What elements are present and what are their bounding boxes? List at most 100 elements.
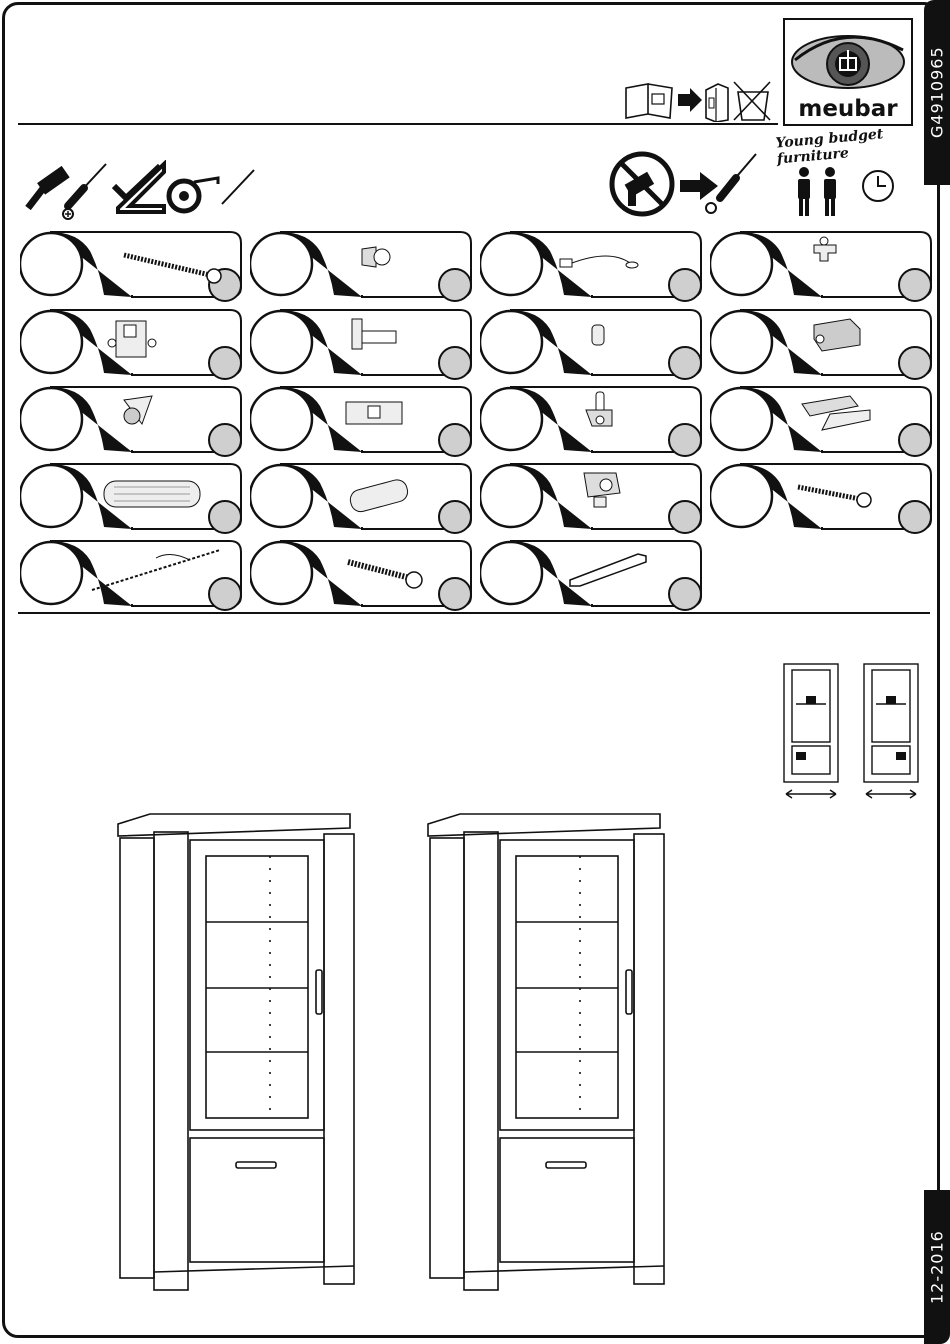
hinge-option-diagram bbox=[780, 660, 920, 800]
part-number-circle bbox=[250, 311, 312, 373]
no-power-drill-icon bbox=[612, 154, 672, 214]
led-light-cable-icon bbox=[560, 256, 638, 268]
clock-icon bbox=[863, 171, 893, 201]
part-number-circle bbox=[20, 465, 82, 527]
part-card-long-wood-screw bbox=[20, 231, 242, 295]
anti-tip-strap-icon bbox=[92, 550, 220, 590]
arrow-icon bbox=[680, 172, 718, 200]
part-number-circle bbox=[20, 311, 82, 373]
hammer-icon bbox=[28, 166, 70, 208]
header-divider bbox=[18, 123, 778, 125]
part-card-shelf-support-pin bbox=[710, 231, 932, 295]
part-number-circle bbox=[20, 542, 82, 604]
phillips-screwdriver-icon bbox=[63, 164, 106, 219]
part-quantity-badge bbox=[899, 501, 931, 533]
two-persons-icon bbox=[798, 167, 836, 216]
part-number-circle bbox=[710, 233, 772, 295]
part-quantity-badge bbox=[669, 578, 701, 610]
part-quantity-badge bbox=[669, 424, 701, 456]
part-card-long-wooden-dowel bbox=[20, 463, 242, 527]
cam-fitting-icon bbox=[362, 247, 390, 267]
part-number-circle bbox=[250, 465, 312, 527]
part-card-glass-shelf-holder bbox=[480, 463, 702, 527]
part-number-circle bbox=[250, 388, 312, 450]
tape-measure-icon bbox=[169, 178, 218, 211]
part-card-concealed-hinge bbox=[250, 309, 472, 373]
part-number-circle bbox=[710, 465, 772, 527]
part-card-short-wooden-dowel bbox=[250, 463, 472, 527]
part-card-shelf-support-bracket bbox=[480, 386, 702, 450]
part-quantity-badge bbox=[899, 424, 931, 456]
arrow-icon bbox=[678, 88, 702, 112]
part-quantity-badge bbox=[439, 347, 471, 379]
part-card-shelf-clip-bracket bbox=[710, 309, 932, 373]
part-quantity-badge bbox=[439, 269, 471, 301]
part-number-circle bbox=[480, 311, 542, 373]
part-quantity-badge bbox=[439, 424, 471, 456]
square-ruler-icon bbox=[118, 164, 164, 212]
part-number-circle bbox=[480, 465, 542, 527]
part-number-circle bbox=[20, 233, 82, 295]
part-quantity-badge bbox=[439, 578, 471, 610]
part-card-drawer-catch bbox=[250, 386, 472, 450]
instruction-booklet-icon bbox=[622, 78, 772, 122]
pencil-icon bbox=[222, 170, 254, 204]
part-card-door-handle bbox=[480, 540, 702, 604]
part-number-circle bbox=[480, 542, 542, 604]
soft-close-damper-icon bbox=[802, 396, 870, 430]
part-quantity-badge bbox=[669, 269, 701, 301]
brand-logo: meubar bbox=[783, 18, 913, 126]
part-quantity-badge bbox=[439, 501, 471, 533]
hinge-mounting-plate-icon bbox=[108, 321, 156, 357]
part-card-hinge-mounting-plate bbox=[20, 309, 242, 373]
part-number-circle bbox=[20, 388, 82, 450]
part-number-circle bbox=[480, 233, 542, 295]
part-quantity-badge bbox=[669, 501, 701, 533]
document-date: 12-2016 bbox=[928, 1230, 947, 1304]
part-quantity-badge bbox=[899, 347, 931, 379]
part-number-circle bbox=[250, 233, 312, 295]
parts-divider bbox=[18, 612, 930, 614]
part-quantity-badge bbox=[209, 501, 241, 533]
long-wooden-dowel-icon bbox=[104, 481, 200, 507]
shelf-support-bracket-icon bbox=[586, 392, 612, 426]
part-quantity-badge bbox=[209, 347, 241, 379]
door-handle-icon bbox=[570, 554, 646, 586]
part-number-circle bbox=[710, 388, 772, 450]
part-card-short-wood-screw bbox=[710, 463, 932, 527]
brand-name: meubar bbox=[785, 96, 911, 122]
short-wood-screw-icon bbox=[798, 487, 871, 507]
part-quantity-badge bbox=[209, 578, 241, 610]
glass-holder-clip-icon bbox=[124, 396, 152, 424]
part-card-connector-dowel bbox=[480, 309, 702, 373]
drawer-catch-icon bbox=[346, 402, 402, 424]
part-quantity-badge bbox=[669, 347, 701, 379]
part-card-connecting-bolt bbox=[250, 540, 472, 604]
part-quantity-badge bbox=[899, 269, 931, 301]
tools-row bbox=[22, 160, 262, 220]
connecting-bolt-icon bbox=[348, 562, 422, 588]
part-number-circle bbox=[480, 388, 542, 450]
assembly-icons bbox=[608, 150, 908, 222]
document-code-tab: G4910965 bbox=[924, 0, 950, 185]
cabinet-illustrations bbox=[110, 810, 670, 1310]
part-card-anti-tip-strap bbox=[20, 540, 242, 604]
part-card-soft-close-damper bbox=[710, 386, 932, 450]
long-wood-screw-icon bbox=[124, 255, 221, 283]
shelf-support-pin-icon bbox=[814, 237, 836, 261]
part-number-circle bbox=[250, 542, 312, 604]
part-card-led-light-cable bbox=[480, 231, 702, 295]
part-card-glass-holder-clip bbox=[20, 386, 242, 450]
connector-dowel-icon bbox=[592, 325, 604, 345]
part-card-cam-fitting bbox=[250, 231, 472, 295]
short-wooden-dowel-icon bbox=[348, 478, 410, 514]
part-quantity-badge bbox=[209, 424, 241, 456]
glass-shelf-holder-icon bbox=[584, 473, 620, 507]
cabinet-illustration-left bbox=[118, 814, 354, 1290]
cabinet-illustration-right bbox=[428, 814, 664, 1290]
concealed-hinge-icon bbox=[352, 319, 396, 349]
shelf-clip-bracket-icon bbox=[814, 319, 860, 351]
part-number-circle bbox=[710, 311, 772, 373]
eye-logo-icon bbox=[785, 20, 911, 100]
document-date-tab: 12-2016 bbox=[924, 1190, 950, 1344]
